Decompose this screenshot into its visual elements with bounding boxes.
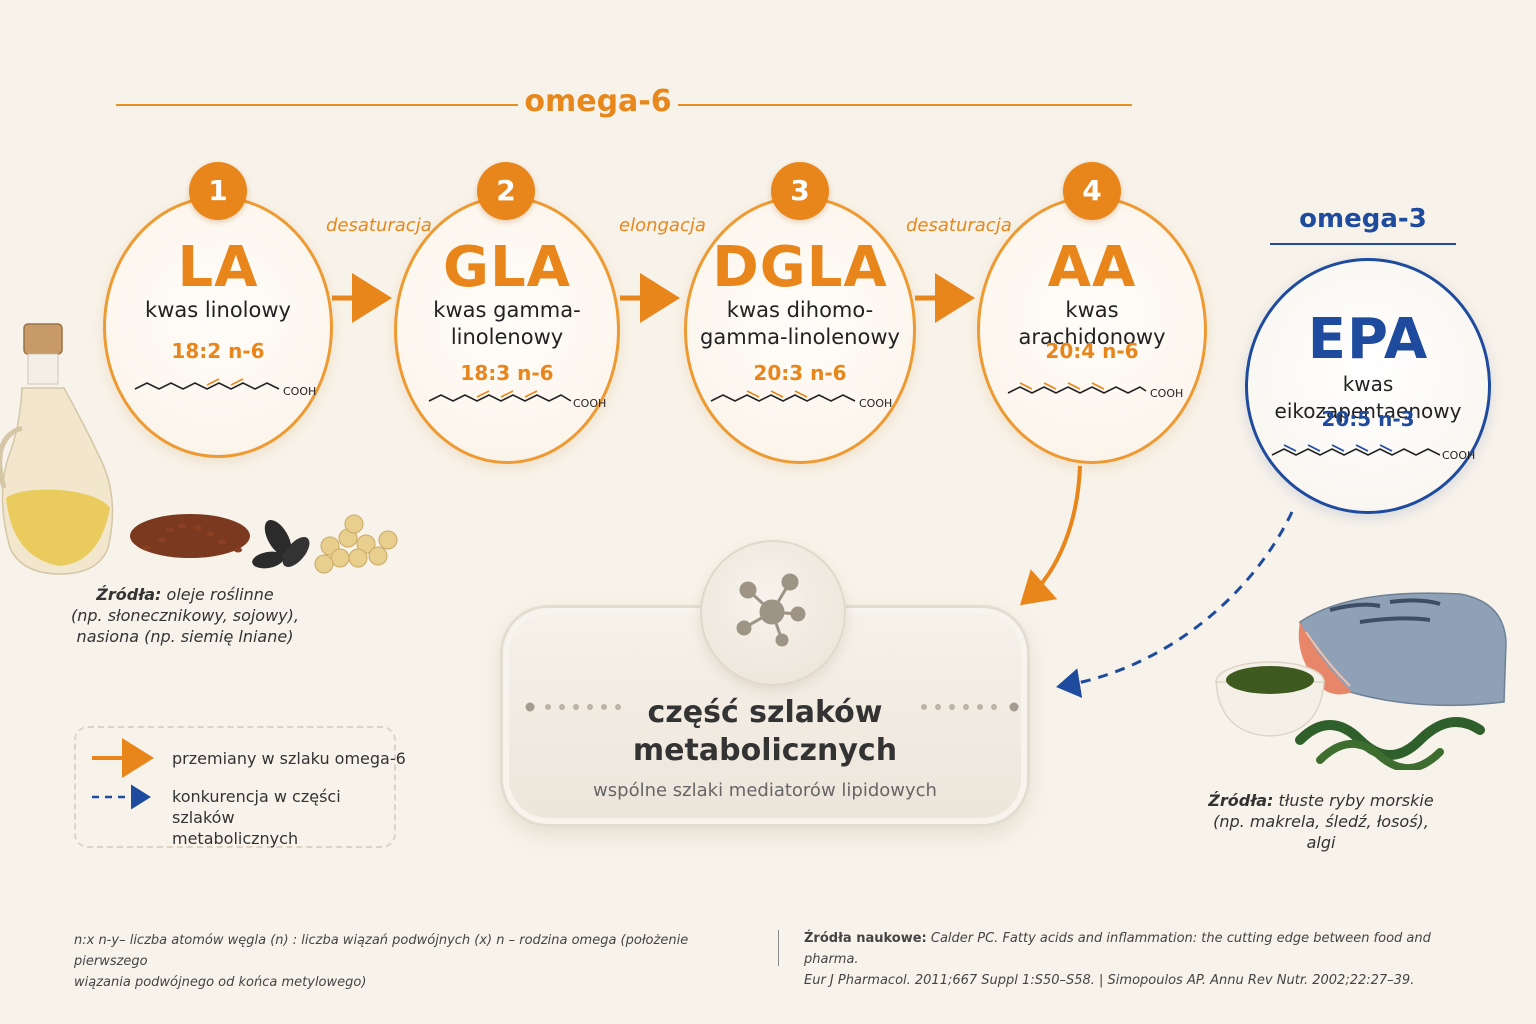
- omega6-header-line-left: [116, 104, 518, 106]
- sources-left-label: Źródła:: [96, 585, 162, 604]
- gla-name: kwas gamma- linolenowy: [433, 298, 581, 349]
- footer-divider: [778, 930, 779, 966]
- epa-chain: COOH: [1271, 444, 1475, 462]
- gla-formula: 18:3 n-6: [460, 361, 554, 385]
- hub-title: część szlaków metabolicznych: [632, 695, 898, 768]
- transition-label-1: desaturacja: [326, 215, 432, 236]
- dgla-chain: COOH: [710, 390, 892, 410]
- svg-text:COOH: COOH: [859, 397, 892, 410]
- circle-aa: AA kwas arachidonowy 20:4 n-6 COOH: [977, 196, 1207, 464]
- aa-formula: 20:4 n-6: [1045, 339, 1139, 363]
- arrow-epa-hub: [1056, 511, 1294, 698]
- dgla-formula: 20:3 n-6: [753, 361, 847, 385]
- molecule-icon-badge: [700, 540, 846, 686]
- svg-text:COOH: COOH: [1442, 449, 1475, 462]
- aa-chain: COOH: [1007, 382, 1183, 400]
- omega3-header-title: omega-3: [1299, 204, 1427, 234]
- omega3-header-line: [1270, 243, 1456, 245]
- hub-subtitle: wspólne szlaki mediatorów lipidowych: [593, 780, 937, 801]
- hub-dots-right: [921, 702, 1019, 712]
- dgla-abbr: DGLA: [712, 235, 888, 300]
- circle-la: LA kwas linolowy 18:2 n-6 COOH: [103, 196, 333, 458]
- step-badge-2: 2: [477, 162, 535, 220]
- sources-right-text: tłuste ryby morskie (np. makrela, śledź,…: [1213, 791, 1434, 852]
- step-badge-1: 1: [189, 162, 247, 220]
- epa-abbr: EPA: [1307, 307, 1429, 372]
- svg-text:COOH: COOH: [1150, 387, 1183, 400]
- omega6-header-line-right: [678, 104, 1132, 106]
- spirulina-bowl-illustration: [1215, 661, 1325, 737]
- la-name: kwas linolowy: [145, 298, 291, 322]
- fish-illustration: [1298, 592, 1507, 707]
- oil-bottle-illustration: [0, 323, 114, 575]
- dgla-name: kwas dihomo- gamma-linolenowy: [700, 298, 900, 349]
- molecule-icon: [736, 573, 806, 647]
- la-chain: COOH: [134, 378, 316, 398]
- step-badge-3: 3: [771, 162, 829, 220]
- la-abbr: LA: [177, 235, 259, 300]
- transition-label-2: elongacja: [619, 215, 706, 236]
- footnote-notation: n:x n-y– liczba atomów węgla (n) : liczb…: [74, 930, 764, 993]
- circle-epa: EPA kwas eikozapentaenowy 20:5 n-3 COOH: [1245, 258, 1491, 514]
- legend-box: [74, 726, 396, 848]
- aa-abbr: AA: [1047, 235, 1137, 300]
- legend-item-dashed: konkurencja w części szlaków metaboliczn…: [172, 787, 341, 848]
- sources-left-text: oleje roślinne (np. słonecznikowy, sojow…: [71, 585, 299, 646]
- gla-abbr: GLA: [443, 235, 571, 300]
- hub-dots-left: [525, 702, 621, 712]
- step-badge-4: 4: [1063, 162, 1121, 220]
- references-text: Calder PC. Fatty acids and inflammation:…: [804, 931, 1431, 988]
- omega6-header-title: omega-6: [524, 84, 672, 119]
- circle-dgla: DGLA kwas dihomo- gamma-linolenowy 20:3 …: [684, 196, 916, 464]
- epa-name: kwas eikozapentaenowy: [1274, 372, 1462, 423]
- circle-gla: GLA kwas gamma- linolenowy 18:3 n-6 COOH: [394, 196, 620, 464]
- la-formula: 18:2 n-6: [171, 339, 265, 363]
- arrow-aa-hub: [1020, 465, 1082, 606]
- seeds-illustration: [130, 514, 398, 574]
- svg-text:COOH: COOH: [573, 397, 606, 410]
- gla-chain: COOH: [428, 390, 606, 410]
- sources-right: Źródła: tłuste ryby morskie (np. makrela…: [1196, 790, 1446, 853]
- sources-right-label: Źródła:: [1208, 791, 1274, 810]
- footnote-text: n:x n-y– liczba atomów węgla (n) : liczb…: [74, 933, 689, 990]
- transition-label-3: desaturacja: [906, 215, 1012, 236]
- legend-item-solid: przemiany w szlaku omega-6: [172, 749, 406, 768]
- svg-text:COOH: COOH: [283, 385, 316, 398]
- metabolic-pathway-hub: [500, 605, 1030, 827]
- seaweed-illustration: [1295, 717, 1485, 770]
- sources-left: Źródła: oleje roślinne (np. słonecznikow…: [60, 584, 310, 647]
- references: Źródła naukowe: Calder PC. Fatty acids a…: [804, 928, 1444, 991]
- epa-formula: 20:5 n-3: [1321, 407, 1415, 431]
- aa-name: kwas arachidonowy: [1018, 298, 1166, 349]
- references-label: Źródła naukowe:: [804, 931, 927, 946]
